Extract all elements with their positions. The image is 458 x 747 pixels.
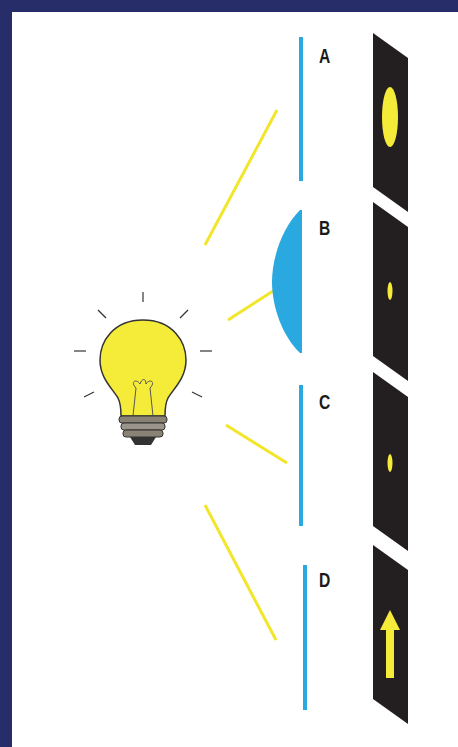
part-letter: C [319, 392, 330, 412]
projected-images [380, 87, 400, 678]
screens [373, 33, 408, 724]
glass-plate [299, 37, 303, 181]
frosted-plate [299, 385, 303, 526]
part-letter: A [319, 46, 330, 66]
light-rays [205, 110, 287, 640]
part-letter: D [319, 570, 330, 590]
white-panel [12, 12, 458, 747]
optical-elements [272, 37, 307, 710]
part-letter: B [319, 218, 330, 238]
convex-lens [272, 210, 302, 353]
light-bulb [100, 320, 186, 445]
frosted-plate [303, 565, 307, 710]
